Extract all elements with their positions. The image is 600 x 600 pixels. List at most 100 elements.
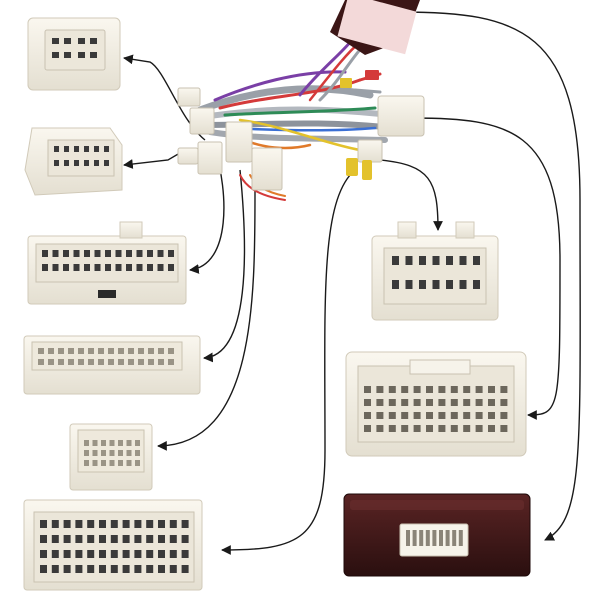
pin-hole (426, 399, 433, 406)
pin-hole (147, 250, 153, 257)
connector-7 (371, 221, 499, 321)
pin-hole (128, 348, 134, 354)
pin-hole (146, 535, 154, 543)
pin-hole (110, 520, 118, 528)
pin-hole (413, 386, 421, 393)
connector-1 (27, 17, 121, 91)
pin-hole (101, 450, 106, 456)
pin-hole (450, 425, 458, 432)
pin-hole (84, 460, 89, 466)
pin-hole (412, 530, 417, 546)
pin-hole (51, 535, 59, 543)
pin-hole (392, 280, 399, 289)
pin-hole (92, 460, 98, 466)
pin-hole (122, 565, 130, 573)
pin-hole (446, 280, 453, 289)
pin-hole (168, 359, 174, 365)
pin-hole (84, 264, 90, 271)
pin-hole (488, 399, 495, 406)
pin-hole (148, 348, 154, 354)
pin-hole (118, 348, 124, 354)
pin-hole (419, 280, 426, 289)
pin-hole (78, 348, 84, 354)
pin-hole (109, 440, 115, 446)
pin-hole (364, 399, 371, 406)
pin-hole (413, 412, 421, 419)
pin-hole (73, 250, 80, 257)
pin-hole (92, 450, 98, 456)
pin-hole (169, 550, 177, 558)
pin-hole (413, 399, 421, 406)
pin-hole (146, 565, 154, 573)
pin-hole (63, 264, 69, 271)
pin-hole (500, 412, 508, 419)
harness-plugs (177, 70, 425, 191)
pin-hole (438, 386, 446, 393)
pin-hole (376, 399, 384, 406)
pin-hole (168, 264, 174, 271)
pin-hole (118, 359, 124, 365)
pin-hole (99, 565, 106, 573)
pin-hole (148, 359, 154, 365)
pin-hole (463, 386, 471, 393)
pin-hole (376, 425, 384, 432)
pin-hole (40, 565, 47, 573)
pin-hole (38, 359, 44, 365)
pin-hole (75, 550, 83, 558)
leader-line-connector-8 (411, 117, 561, 420)
pin-hole (169, 520, 177, 528)
pin-hole (438, 399, 446, 406)
pin-hole (157, 264, 164, 271)
pin-hole (84, 450, 89, 456)
pin-hole (425, 530, 430, 546)
leader-line-connector-7 (379, 159, 443, 231)
connector-8 (345, 351, 527, 457)
pin-hole (168, 250, 174, 257)
pin-hole (126, 440, 132, 446)
pin-hole (122, 535, 130, 543)
pin-hole (68, 359, 74, 365)
pin-hole (392, 256, 399, 265)
pin-hole (63, 520, 71, 528)
pin-hole (110, 565, 118, 573)
pin-hole (88, 348, 94, 354)
pin-hole (147, 264, 153, 271)
pin-hole (136, 250, 143, 257)
pin-hole (181, 535, 189, 543)
pin-hole (419, 256, 426, 265)
pin-hole (364, 425, 371, 432)
pin-hole (109, 450, 115, 456)
pin-hole (364, 412, 371, 419)
pin-hole (475, 386, 483, 393)
pin-hole (450, 412, 458, 419)
pin-hole (99, 550, 106, 558)
pin-hole (473, 256, 480, 265)
pin-hole (134, 565, 142, 573)
pin-hole (475, 412, 483, 419)
pin-hole (98, 359, 104, 365)
pin-hole (376, 412, 384, 419)
pin-hole (118, 450, 123, 456)
pin-hole (98, 348, 104, 354)
pin-hole (459, 280, 467, 289)
pin-hole (38, 348, 44, 354)
leader-line-connector-6 (221, 169, 356, 555)
pin-hole (388, 412, 396, 419)
pin-hole (94, 264, 101, 271)
pin-hole (78, 359, 84, 365)
pin-hole (138, 359, 144, 365)
pin-hole (75, 520, 83, 528)
leader-line-connector-4 (203, 169, 246, 363)
wire-bundle (192, 38, 398, 201)
pin-hole (88, 359, 94, 365)
pin-hole (401, 425, 409, 432)
pin-hole (388, 399, 396, 406)
pin-hole (500, 425, 508, 432)
pin-hole (84, 440, 89, 446)
pin-hole (40, 520, 47, 528)
pin-hole (75, 565, 83, 573)
pin-hole (73, 264, 80, 271)
pin-hole (450, 399, 458, 406)
pin-hole (438, 412, 446, 419)
